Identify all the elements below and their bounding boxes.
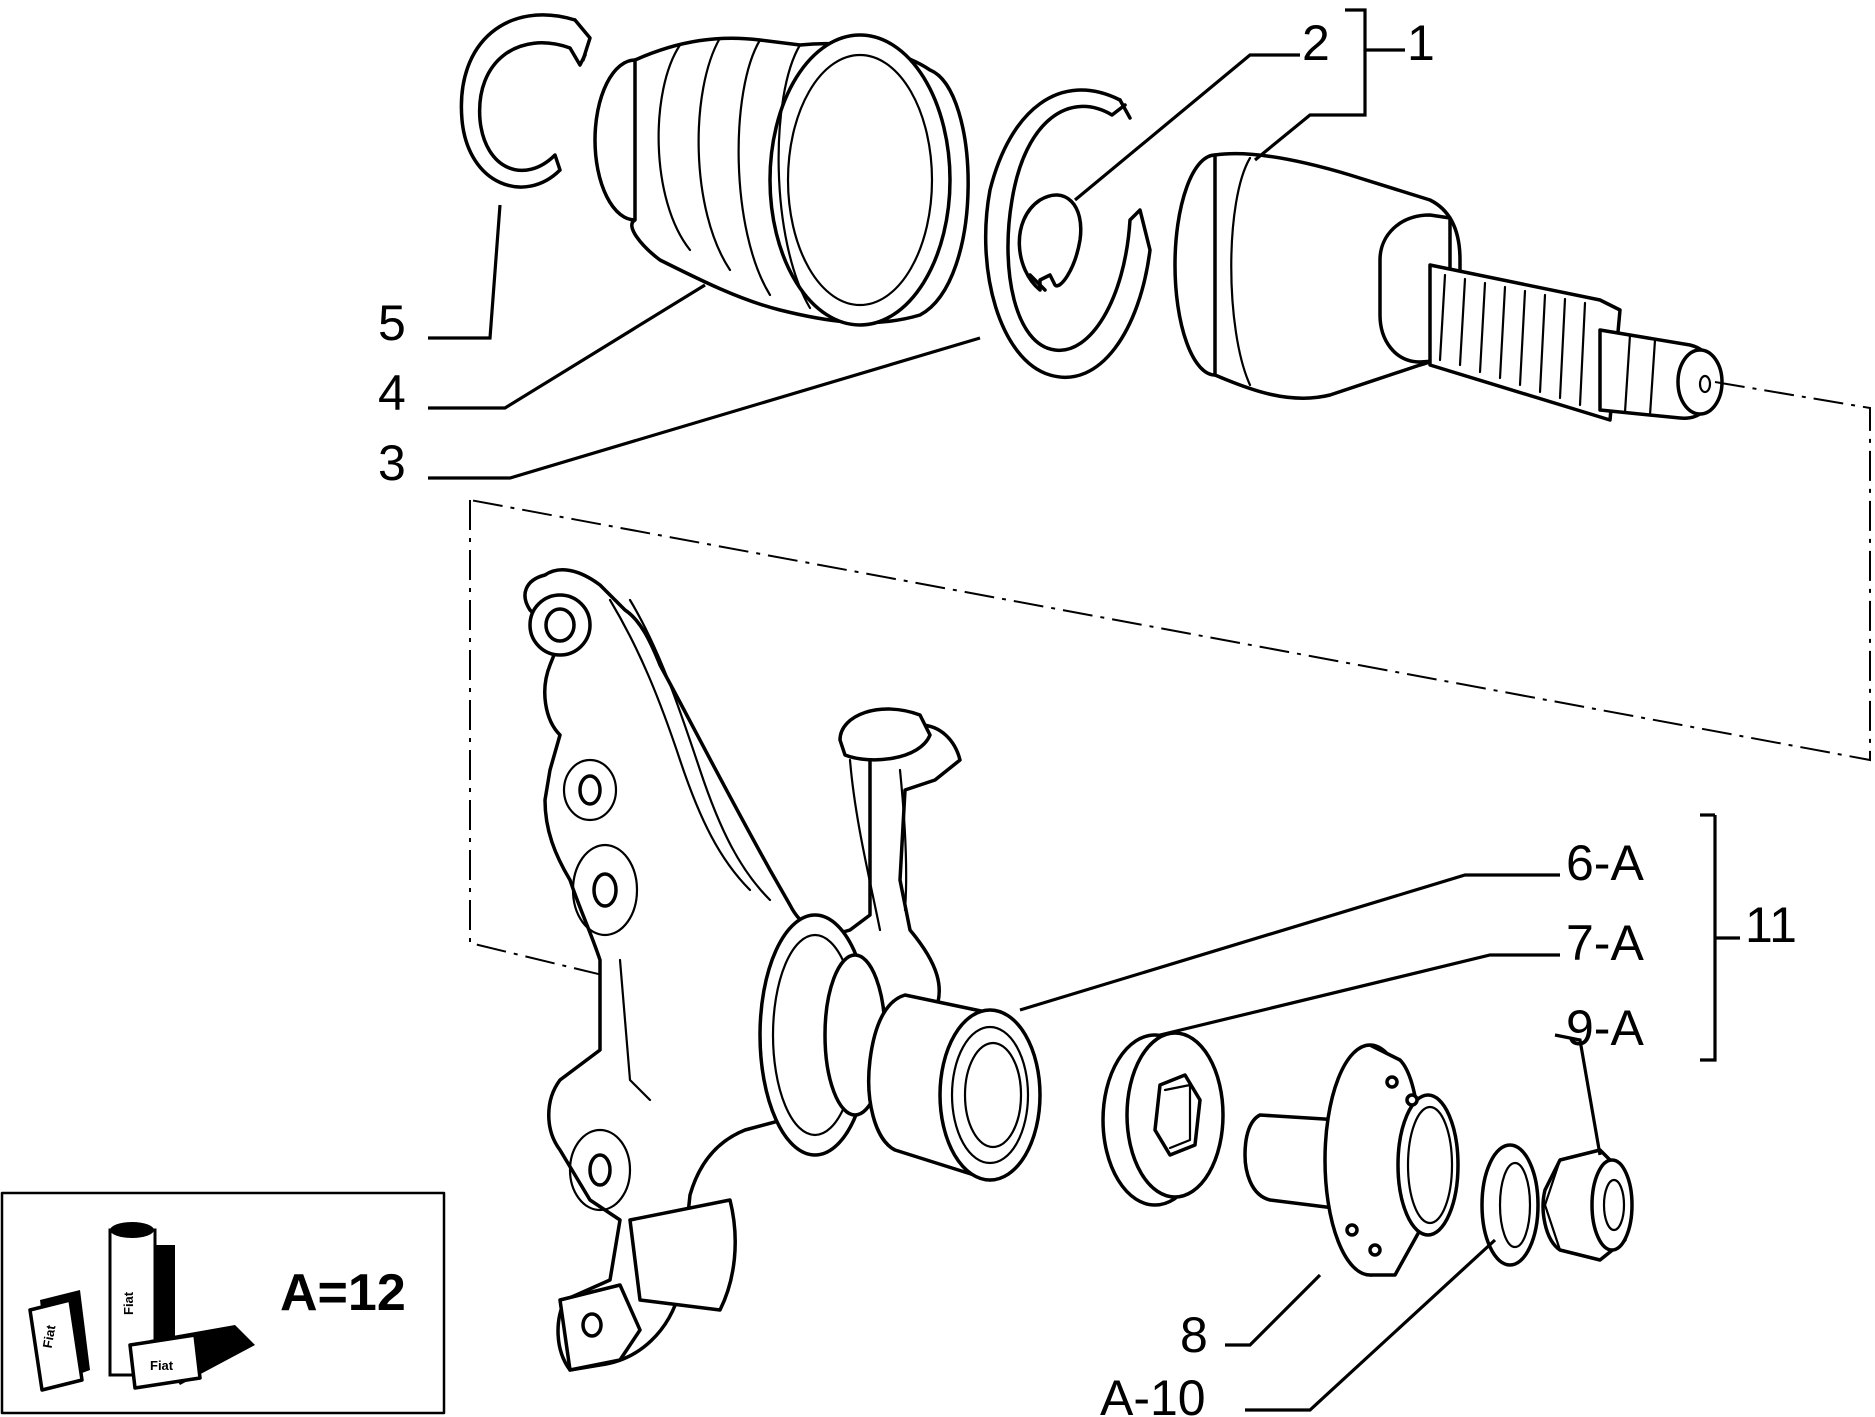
box-label-2: Fiat — [150, 1358, 174, 1373]
callout-labels: 1 2 3 4 5 6-A 7-A 9-A 11 8 A-10 — [378, 15, 1797, 1417]
part-5-snap-ring[interactable] — [459, 13, 592, 189]
part-6-wheel-bearing[interactable] — [866, 993, 1042, 1182]
callout-8: 8 — [1180, 1307, 1208, 1363]
part-7-dust-cover[interactable] — [1101, 1031, 1225, 1207]
lubricant-icon: Fiat Fiat Fiat — [28, 1222, 255, 1392]
callout-3: 3 — [378, 435, 406, 491]
part-1-cv-joint[interactable] — [1173, 151, 1724, 422]
box-label-1: Fiat — [40, 1323, 59, 1349]
part-8-wheel-hub[interactable] — [1243, 1043, 1460, 1277]
callout-a10: A-10 — [1100, 1370, 1206, 1417]
legend-text: A=12 — [280, 1264, 406, 1322]
part-3-clamp-ring[interactable] — [983, 88, 1152, 379]
callout-1: 1 — [1407, 15, 1435, 71]
callout-4: 4 — [378, 365, 406, 421]
callout-9a: 9-A — [1566, 1000, 1644, 1056]
can-label: Fiat — [121, 1291, 136, 1315]
part-9-hub-nut[interactable] — [1541, 1148, 1634, 1262]
callout-5: 5 — [378, 295, 406, 351]
leader-lines — [428, 8, 1740, 1412]
steering-knuckle[interactable] — [523, 568, 962, 1372]
part-2-circlip[interactable] — [1017, 193, 1083, 292]
spline-lines — [1438, 273, 1587, 407]
part-a10-washer[interactable] — [1480, 1143, 1540, 1267]
part-4-cv-boot[interactable] — [593, 33, 970, 327]
callout-6a: 6-A — [1566, 835, 1644, 891]
callout-2: 2 — [1302, 15, 1330, 71]
legend-box: Fiat Fiat Fiat A=12 — [0, 1191, 446, 1415]
callout-11: 11 — [1745, 897, 1797, 953]
callout-7a: 7-A — [1566, 915, 1644, 971]
